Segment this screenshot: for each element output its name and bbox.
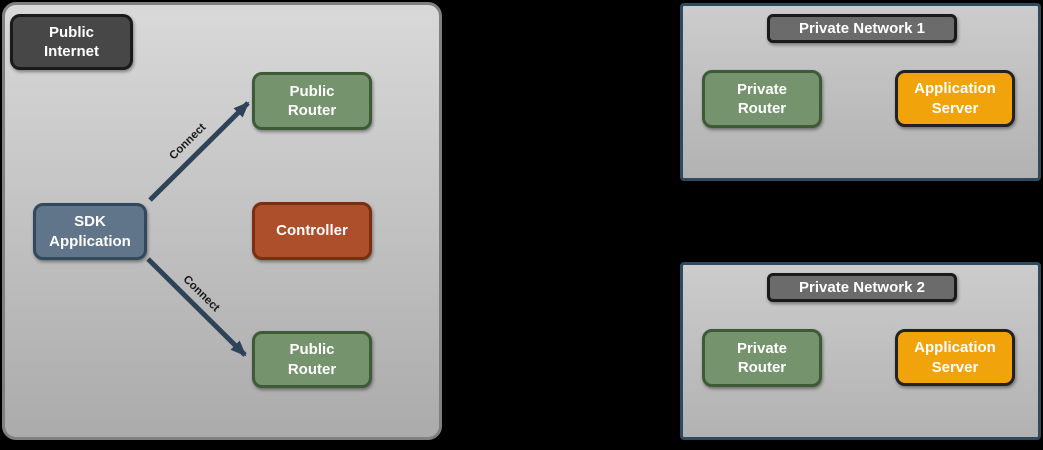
private-network-2-panel: Private Network 2 Private Router Applica… [680, 262, 1041, 440]
public-internet-label: Public Internet [10, 14, 133, 70]
private-network-2-title: Private Network 2 [767, 273, 957, 302]
connect-arrow-bottom [146, 257, 247, 357]
private-network-1-panel: Private Network 1 Private Router Applica… [680, 3, 1041, 181]
connect-label-top: Connect [167, 121, 208, 162]
controller-node: Controller [252, 202, 372, 260]
application-server-2-node: Application Server [895, 329, 1015, 386]
public-router-bottom-node: Public Router [252, 331, 372, 388]
sdk-application-node: SDK Application [33, 203, 147, 260]
private-network-1-title: Private Network 1 [767, 14, 957, 43]
connection-arrows: Connect Connect [146, 101, 250, 357]
public-internet-panel: Connect Connect Public Internet SDK Appl… [2, 2, 442, 440]
public-router-top-node: Public Router [252, 72, 372, 130]
private-router-1-node: Private Router [702, 70, 822, 128]
application-server-1-node: Application Server [895, 70, 1015, 127]
connect-arrow-top [148, 101, 250, 202]
private-router-2-node: Private Router [702, 329, 822, 387]
